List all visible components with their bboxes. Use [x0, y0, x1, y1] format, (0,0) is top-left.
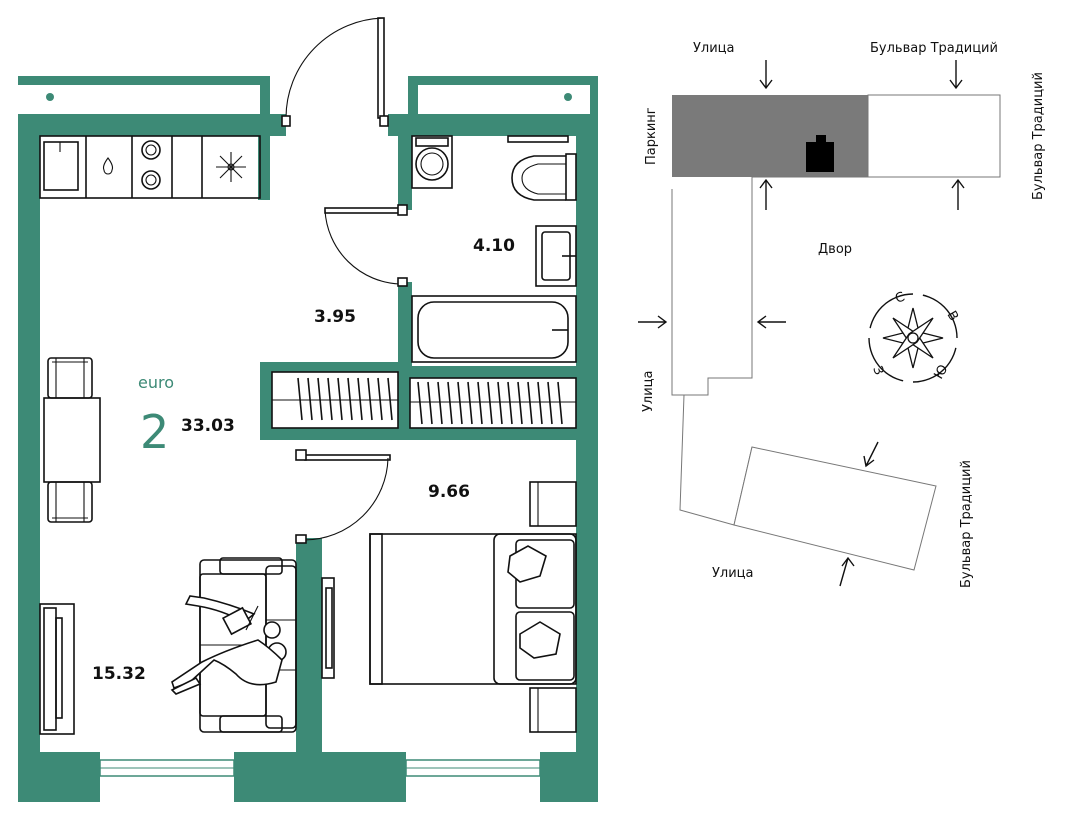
washing-machine — [411, 135, 453, 189]
total-area: 33.03 — [181, 416, 235, 436]
nightstands — [529, 481, 577, 733]
wardrobe-left — [271, 371, 399, 429]
compass-star-icon — [882, 307, 944, 369]
site-map: С В Ю З Улица Бульвар Традиций Бульвар Т… — [638, 41, 1046, 588]
building-marker — [806, 142, 834, 172]
kitchen-counter — [39, 135, 261, 199]
rooms-count: 2 — [140, 405, 169, 459]
type-prefix: euro — [138, 373, 174, 392]
parking-label: Паркинг — [644, 107, 659, 165]
wardrobe-right — [409, 377, 577, 429]
dining-table — [43, 357, 101, 523]
bedroom-tv — [321, 577, 335, 679]
compass-west: З — [869, 364, 886, 377]
compass-east: В — [944, 309, 961, 324]
bathtub — [411, 295, 577, 363]
street-left-label: Улица — [641, 371, 656, 413]
kitchen-living-area: 15.32 — [92, 664, 146, 684]
hallway-area: 3.95 — [314, 307, 356, 327]
boulevard-top-label: Бульвар Традиций — [870, 41, 998, 56]
compass-south: Ю — [931, 362, 951, 382]
snowflake-icon — [216, 152, 246, 182]
bedroom-area: 9.66 — [428, 482, 470, 502]
washbasin — [535, 225, 577, 287]
compass: С В Ю З — [865, 290, 961, 386]
boulevard-right-label: Бульвар Традиций — [1031, 72, 1046, 200]
sink-icon — [43, 141, 79, 191]
yard-label: Двор — [818, 242, 852, 257]
boulevard-lower-right-label: Бульвар Традиций — [959, 460, 974, 588]
bed — [369, 533, 577, 685]
street-top-label: Улица — [693, 41, 735, 56]
compass-north: С — [893, 290, 907, 307]
stove-icon — [141, 140, 161, 160]
windows — [46, 93, 572, 777]
bathroom-area: 4.10 — [473, 236, 515, 256]
walls — [18, 76, 598, 802]
street-bottom-label: Улица — [712, 566, 754, 581]
parking-area — [672, 95, 868, 177]
doors — [281, 17, 408, 544]
toilet — [507, 135, 577, 201]
person-icon — [170, 595, 287, 695]
water-drop-icon — [102, 157, 114, 175]
tv-cabinet — [39, 603, 75, 735]
